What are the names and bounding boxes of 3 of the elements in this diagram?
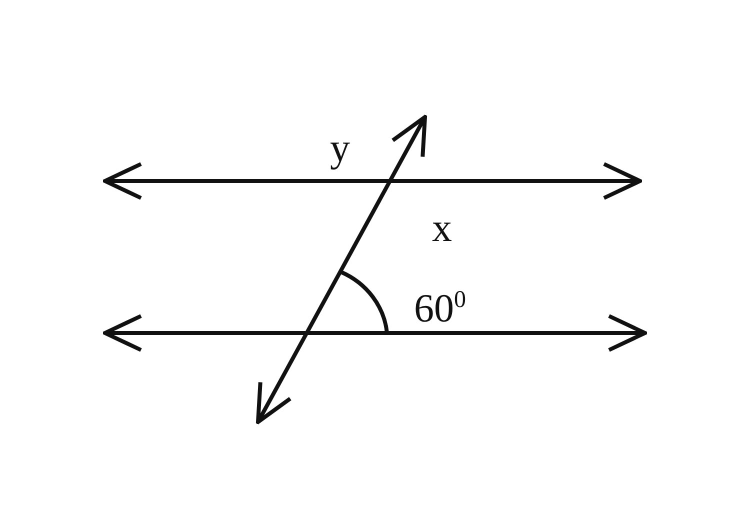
angle-label: x xyxy=(432,208,452,248)
angle-label: 60$^{0}$ xyxy=(414,288,466,328)
angle-label: y xyxy=(330,128,350,168)
